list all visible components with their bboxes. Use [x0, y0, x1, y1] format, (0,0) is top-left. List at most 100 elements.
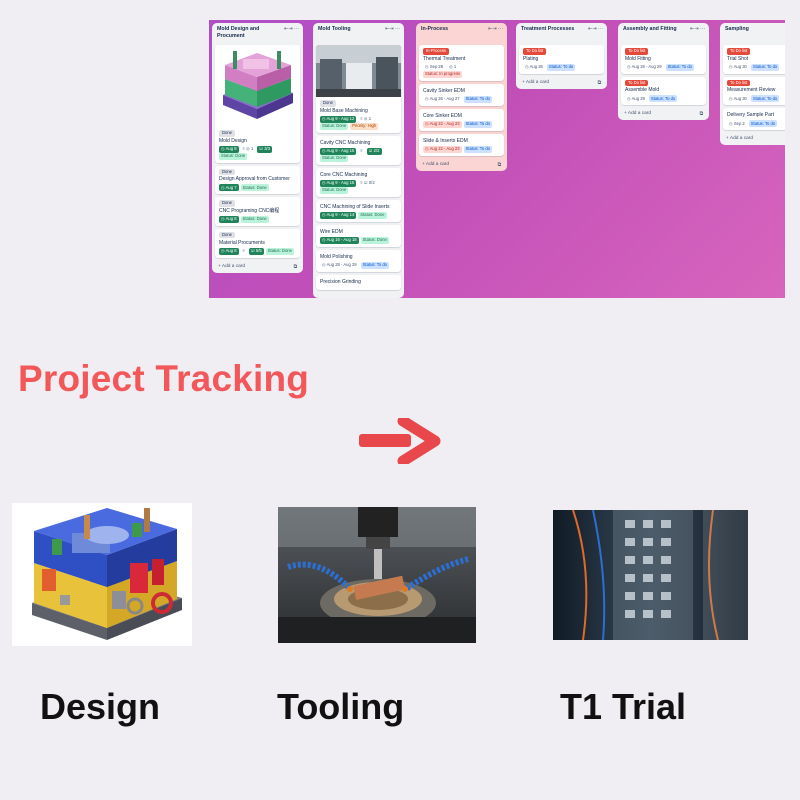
list-title[interactable]: Sampling [725, 26, 749, 32]
status-badge: Status: To do [750, 63, 780, 71]
add-card-button[interactable]: + Add a card⧉ [416, 159, 507, 171]
add-card-button[interactable]: + Add a card ⧉ [618, 108, 709, 120]
card-template-icon[interactable]: ⧉ [597, 80, 601, 86]
card-title: Assemble Mold [625, 87, 660, 94]
card-badge: ◷ Aug 30 [729, 64, 747, 70]
card-badge: ◷ Sep 2 [729, 120, 745, 126]
caption-design: Design [40, 686, 161, 727]
list-header: Assembly and Fitting ⇤⇥ ··· [618, 23, 709, 45]
status-badge: Status: Done [219, 152, 248, 160]
card-label: To Do list [625, 79, 649, 87]
task-card[interactable]: CNC Machining of Slide Inserts◷ Aug 9 - … [316, 199, 401, 222]
card-title: CNC Programing CNC编程 [219, 207, 280, 214]
card-title: Material Procuments [219, 239, 265, 246]
list-title[interactable]: Mold Tooling [318, 26, 351, 32]
card-badge: ≡ ◎ 1 [360, 116, 372, 122]
priority-badge: Priority: High [350, 122, 379, 130]
t1-trial-image [553, 510, 748, 640]
card-title: Mold Design [219, 137, 247, 144]
task-card[interactable]: Core CNC Machining◷ Aug 9 - Aug 15≡ ☑ 0/… [316, 167, 401, 197]
card-badge: ☑ 3/3 [257, 145, 273, 153]
add-card-button[interactable]: + Add a card⧉ [516, 77, 607, 89]
card-title: Core Sinker EDM [423, 112, 462, 119]
card-badge: ◷ Aug 9 - Aug 15 [320, 179, 357, 187]
card-badge: ◷ Aug 7 [219, 184, 239, 192]
card-title: Measurement Review [727, 87, 776, 94]
card-badge: ◷ Aug 28 - Aug 29 [322, 262, 357, 268]
task-card[interactable]: Cavity CNC Machining◷ Aug 9 - Aug 15≡☑ 2… [316, 135, 401, 165]
list-title[interactable]: In-Process [421, 26, 449, 32]
card-title: Cavity CNC Machining [320, 139, 371, 146]
task-card[interactable]: Precision Grinding [316, 274, 401, 290]
page-title: Project Tracking [18, 358, 310, 399]
card-title: Core CNC Machining [320, 171, 368, 178]
add-card-button[interactable]: + Add a card⧉ [720, 133, 785, 145]
list-header: Mold Design and Procument ⇤⇥ ··· [212, 23, 303, 45]
list-menu-icon[interactable]: ⇤⇥ ··· [284, 26, 299, 32]
list-menu-icon[interactable]: ⇤⇥ ··· [690, 26, 705, 32]
tooling-image [278, 507, 476, 643]
list-title[interactable]: Assembly and Fitting [623, 26, 677, 32]
card-badge: ◷ Aug 8 [219, 215, 239, 223]
add-card-label: + Add a card [624, 111, 652, 117]
card-title: Mold Fitting [625, 55, 651, 62]
list-menu-icon[interactable]: ⇤⇥ ··· [488, 26, 503, 32]
card-title: Plating [523, 55, 539, 62]
card-template-icon[interactable]: ⧉ [699, 112, 703, 118]
list-menu-icon[interactable]: ⇤⇥ ··· [385, 26, 400, 32]
list-header: Mold Tooling ⇤⇥ ··· [313, 23, 404, 45]
card-badge: ☑ 2/2 [366, 147, 382, 155]
board-list: Assembly and Fitting ⇤⇥ ··· To Do list Mold… [618, 23, 709, 121]
card-badge: ☑ 5/5 [248, 247, 264, 255]
list-menu-icon[interactable]: ⇤⇥ ··· [588, 26, 603, 32]
card-badge: ◷ Aug 29 [627, 95, 645, 101]
list-header: Treatment Processes ⇤⇥ ··· [516, 23, 607, 45]
card-label: In-Process [423, 48, 450, 55]
list-title[interactable]: Treatment Processes [521, 26, 575, 32]
add-card-button[interactable]: + Add a card⧉ [212, 261, 303, 273]
card-badge: ≡ [242, 248, 245, 253]
card-label: Done [219, 168, 236, 176]
card-badge: ◷ Aug 16 - Aug 18 [320, 236, 359, 244]
card-badges: ◷ Aug 9 - Aug 15≡ ☑ 0/2Status: Done [320, 179, 397, 194]
card-template-icon[interactable]: ⧉ [497, 162, 501, 168]
status-badge: Status: Done [320, 154, 349, 162]
card-title: Thermal Treatment [423, 55, 466, 62]
card-title: Design Approval from Customer [219, 176, 290, 183]
card-label: To Do list [523, 48, 547, 55]
card-badge: ◷ Aug 28 - Aug 29 [627, 64, 662, 70]
card-template-icon[interactable]: ⧉ [293, 264, 297, 270]
list-title[interactable]: Mold Design and Procument [217, 26, 260, 39]
right-arrow-icon [359, 418, 441, 464]
